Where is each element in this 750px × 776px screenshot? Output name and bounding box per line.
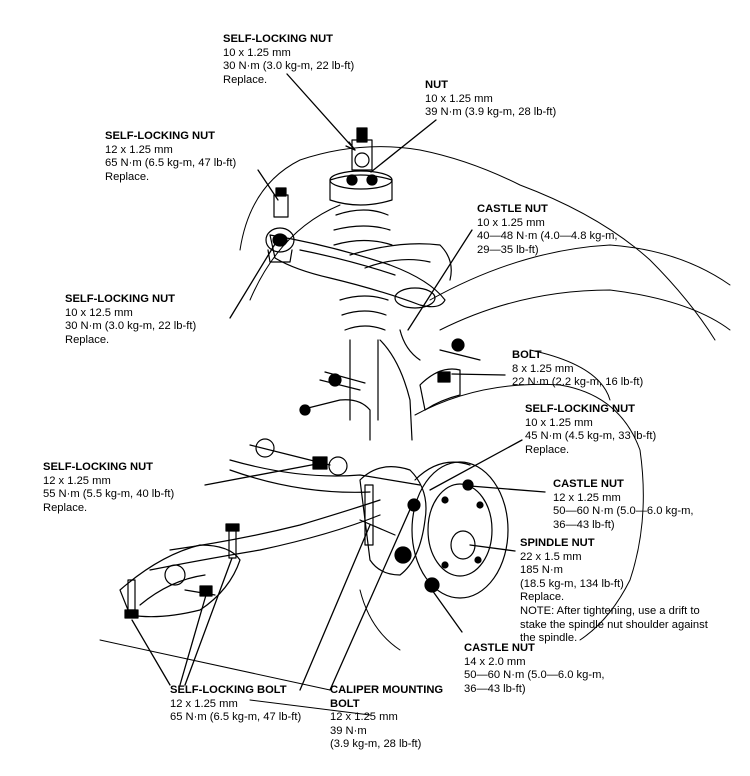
hub-rotor (411, 461, 509, 599)
castle-nut-right-callout: CASTLE NUT 12 x 1.25 mm 50—60 N·m (5.0—6… (553, 478, 694, 531)
bolt-right-callout: BOLT 8 x 1.25 mm 22 N·m (2.2 kg-m, 16 lb… (512, 349, 644, 389)
leader-lines (131, 73, 546, 691)
spindle-nut-callout: SPINDLE NUT 22 x 1.5 mm 185 N·m (18.5 kg… (520, 537, 708, 645)
upper-ball-joint (265, 187, 295, 263)
upper-control-arm (269, 234, 452, 309)
self-locking-nut-lower-left-callout: SELF-LOCKING NUT 12 x 1.25 mm 55 N·m (5.… (43, 461, 175, 514)
self-locking-bolt-callout: SELF-LOCKING BOLT 12 x 1.25 mm 65 N·m (6… (170, 684, 302, 724)
body-outline (99, 146, 731, 716)
nut-top-callout: NUT 10 x 1.25 mm 39 N·m (3.9 kg-m, 28 lb… (425, 79, 557, 119)
stabilizer-bar (249, 371, 371, 476)
radius-rod-bracket (379, 329, 481, 441)
caliper-mounting-bolt-callout: CALIPER MOUNTING BOLT 12 x 1.25 mm 39 N·… (330, 684, 444, 751)
self-locking-nut-right-callout: SELF-LOCKING NUT 10 x 1.25 mm 45 N·m (4.… (525, 403, 657, 456)
castle-nut-upper-callout: CASTLE NUT 10 x 1.25 mm 40—48 N·m (4.0—4… (477, 203, 618, 256)
knuckle-caliper (359, 466, 440, 593)
lower-control-arm (119, 459, 421, 618)
self-locking-bolts (124, 523, 240, 619)
self-locking-nut-upper-left-callout: SELF-LOCKING NUT 12 x 1.25 mm 65 N·m (6.… (105, 130, 237, 183)
castle-nut-lower-callout: CASTLE NUT 14 x 2.0 mm 50—60 N·m (5.0—6.… (464, 642, 605, 695)
coil-spring-strut (329, 127, 393, 421)
self-locking-nut-mid-left-callout: SELF-LOCKING NUT 10 x 12.5 mm 30 N·m (3.… (65, 293, 197, 346)
self-locking-nut-top-callout: SELF-LOCKING NUT 10 x 1.25 mm 30 N·m (3.… (223, 33, 355, 86)
